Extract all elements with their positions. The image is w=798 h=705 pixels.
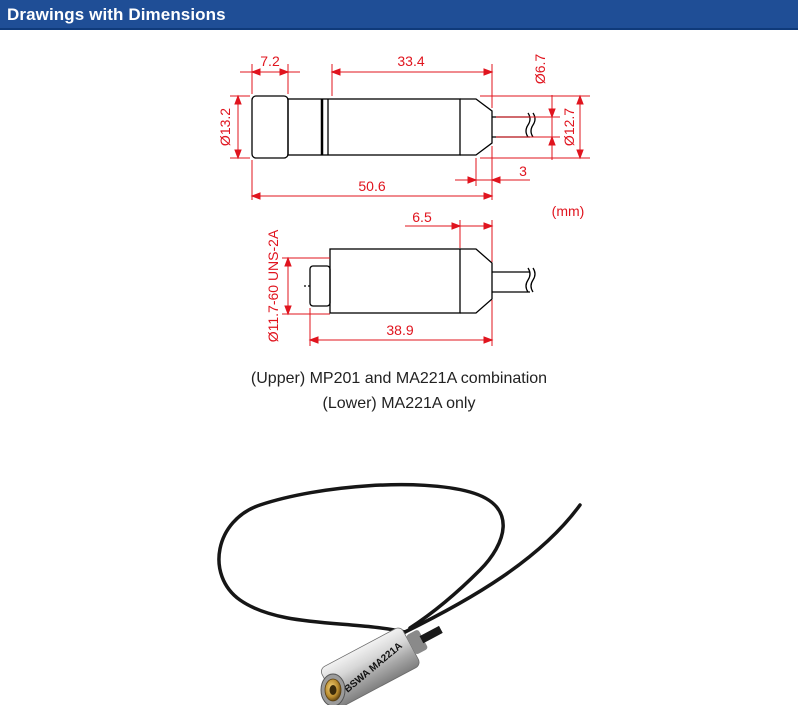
lower-part-outline — [304, 248, 536, 314]
header-bar: Drawings with Dimensions — [0, 0, 798, 30]
dim-total-lower: 38.9 — [386, 322, 413, 338]
dim-body-length: 33.4 — [397, 53, 424, 69]
product-photo: BSWA MA221A — [217, 482, 582, 705]
upper-part-outline — [251, 95, 536, 159]
dim-lower-offset: 6.5 — [412, 209, 432, 225]
dim-thread: Ø11.7-60 UNS-2A — [265, 229, 281, 342]
unit-label: (mm) — [552, 203, 585, 219]
lower-dimension-lines — [282, 220, 494, 346]
dim-cap-length: 7.2 — [260, 53, 280, 69]
cable-loop — [217, 482, 582, 634]
dim-body-dia: Ø12.7 — [561, 108, 577, 146]
caption-lower: (Lower) MA221A only — [322, 395, 476, 412]
dim-taper: 3 — [519, 163, 527, 179]
upper-dimension-labels: 7.2 33.4 Ø6.7 Ø12.7 Ø13.2 3 50.6 (mm) — [217, 53, 584, 219]
dim-total-upper: 50.6 — [358, 178, 385, 194]
dimension-drawing: 7.2 33.4 Ø6.7 Ø12.7 Ø13.2 3 50.6 (mm) — [217, 53, 590, 346]
upper-dimension-lines — [230, 64, 590, 200]
dim-cap-dia: Ø13.2 — [217, 108, 233, 146]
lower-dimension-labels: 6.5 Ø11.7-60 UNS-2A 38.9 — [265, 209, 432, 342]
caption-upper: (Upper) MP201 and MA221A combination — [250, 370, 548, 387]
page-title: Drawings with Dimensions — [7, 5, 226, 24]
connector-face — [320, 673, 346, 705]
dim-cable-dia: Ø6.7 — [532, 54, 548, 85]
